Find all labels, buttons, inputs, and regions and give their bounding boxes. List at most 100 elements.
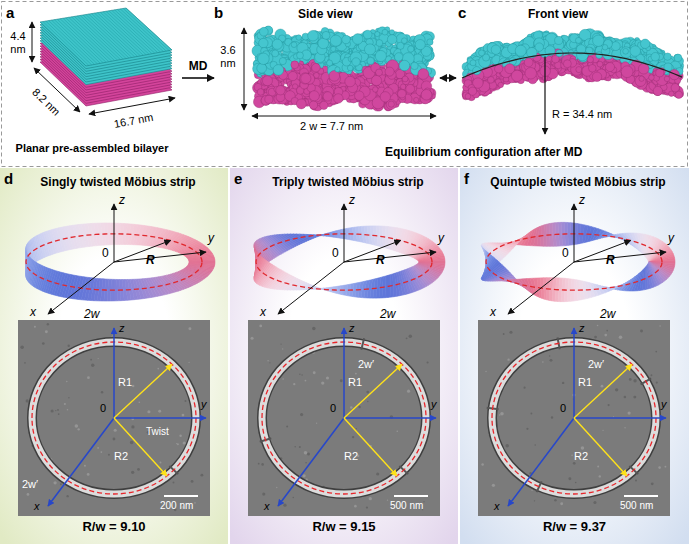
atom (279, 58, 286, 65)
atom (375, 50, 386, 61)
atom (399, 60, 410, 71)
line (54, 20, 100, 64)
atom (406, 84, 415, 93)
atom (394, 53, 402, 61)
atom (371, 75, 381, 85)
line (100, 12, 146, 55)
atom (352, 34, 363, 45)
atom (376, 40, 383, 47)
line (244, 28, 245, 110)
atom (330, 35, 341, 46)
atom (259, 27, 268, 36)
atom (292, 84, 297, 89)
atom (402, 76, 408, 82)
atom (259, 38, 268, 47)
atom (385, 67, 394, 76)
line (252, 116, 436, 117)
line (57, 19, 103, 63)
line (32, 22, 33, 62)
front-view-bilayer (462, 29, 684, 101)
line (112, 10, 158, 52)
atom (288, 72, 297, 81)
line (51, 20, 97, 64)
line (89, 98, 175, 114)
line (103, 12, 149, 55)
atom (334, 94, 344, 104)
atom (421, 89, 432, 100)
line (83, 15, 129, 58)
line (66, 18, 112, 61)
atom (309, 101, 317, 109)
atom (265, 95, 273, 103)
atom (427, 39, 433, 45)
line (115, 10, 161, 52)
atom (401, 38, 407, 44)
atom (355, 91, 364, 100)
atom (408, 46, 413, 51)
atom (352, 58, 360, 66)
atom (308, 30, 319, 41)
atom (664, 53, 671, 60)
atom (297, 52, 304, 59)
side-view-bilayer (252, 26, 436, 111)
atom (367, 57, 374, 64)
line (120, 9, 166, 51)
atom (418, 69, 429, 80)
atom (257, 63, 267, 73)
atom (296, 35, 301, 40)
atom (335, 67, 340, 72)
atom (300, 73, 311, 84)
atom (380, 92, 390, 102)
bilayer-stack (40, 8, 172, 106)
line (123, 8, 169, 50)
line (77, 16, 123, 59)
atom (262, 76, 272, 86)
atom (291, 61, 299, 69)
atom (411, 62, 418, 69)
atom (258, 53, 270, 65)
lipid-layer (40, 8, 172, 66)
atom (414, 97, 419, 102)
atom (398, 90, 406, 98)
atom (345, 76, 356, 87)
atom (276, 86, 285, 95)
atom (257, 89, 264, 96)
line (74, 16, 120, 59)
atom (415, 40, 425, 50)
atom (312, 63, 321, 72)
atom (296, 99, 306, 109)
atom (408, 46, 414, 52)
line (117, 9, 163, 51)
line (92, 14, 138, 57)
atom (327, 60, 333, 66)
atom (272, 39, 282, 49)
line (89, 14, 135, 57)
atom (389, 30, 394, 35)
atom (376, 69, 383, 76)
atom (373, 87, 378, 92)
line (69, 17, 115, 60)
top-panel (2, 2, 688, 167)
atom (272, 50, 279, 57)
line (40, 22, 86, 66)
line (72, 17, 118, 60)
dashed-frame (2, 2, 688, 167)
line (60, 19, 106, 63)
atom (388, 101, 394, 107)
atom (323, 92, 332, 101)
line (86, 15, 132, 58)
atom (342, 35, 350, 43)
line (46, 21, 92, 65)
line (94, 13, 140, 56)
atom (375, 31, 380, 36)
line (106, 11, 152, 53)
line (126, 8, 172, 50)
atom (387, 35, 397, 45)
atom (309, 91, 319, 101)
line (97, 13, 143, 56)
atom (318, 38, 329, 49)
line (49, 21, 95, 65)
atom (322, 31, 330, 39)
line (109, 11, 155, 53)
